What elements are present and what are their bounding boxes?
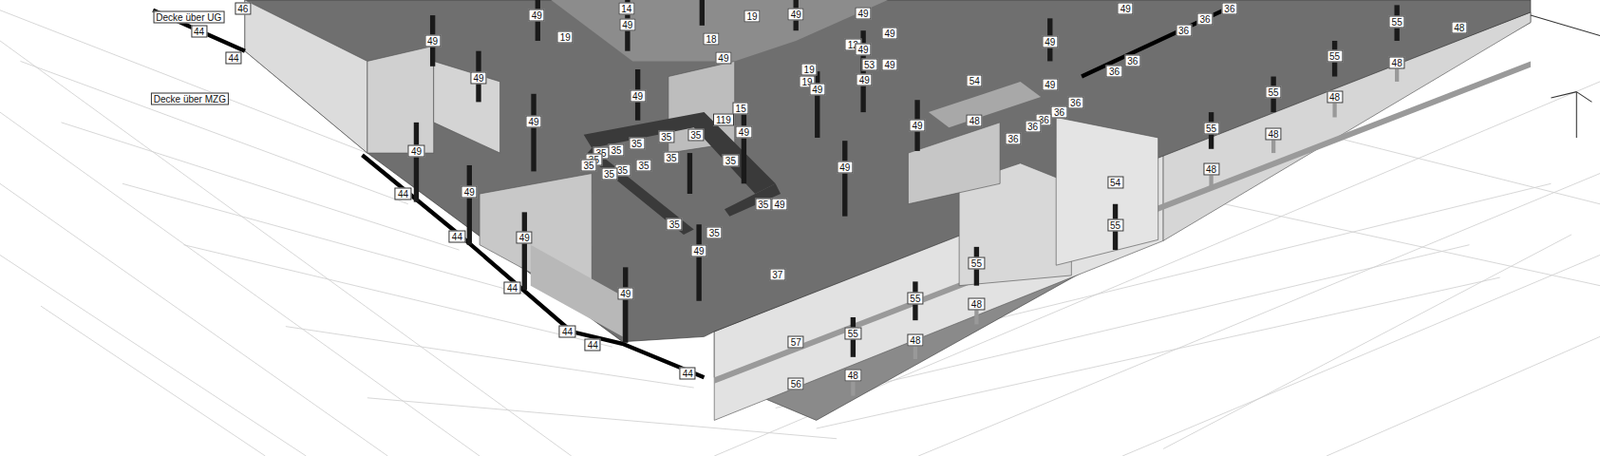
callout-number: 35	[687, 128, 704, 141]
callout-number: 36	[1024, 120, 1041, 133]
callout-number: 55	[1203, 122, 1220, 135]
callout-number: 46	[234, 1, 251, 15]
callout-number: 49	[408, 144, 425, 157]
callout-number: 49	[691, 244, 708, 258]
callout-number: 35	[666, 218, 683, 231]
slab-tag: Decke über UG	[152, 11, 225, 24]
slabs	[244, 0, 1531, 420]
callout-number: 49	[461, 185, 478, 198]
callout-number: 48	[1265, 127, 1282, 140]
callout-number: 35	[580, 158, 597, 171]
callout-number: 44	[395, 188, 412, 201]
callout-number: 49	[836, 161, 853, 174]
callout-number: 35	[601, 167, 618, 180]
callout-number: 44	[679, 367, 697, 380]
callout-number: 49	[516, 231, 533, 245]
callout-number: 49	[617, 287, 634, 301]
callout-number: 49	[856, 73, 873, 86]
callout-number: 49	[424, 34, 441, 47]
callout-number: 55	[1326, 50, 1343, 63]
callout-number: 36	[1221, 1, 1238, 15]
callout-number: 36	[1175, 24, 1192, 38]
callout-number: 48	[845, 369, 862, 382]
callout-number: 49	[909, 119, 926, 132]
callout-number: 54	[966, 74, 983, 87]
callout-number: 35	[628, 137, 645, 151]
callout-number: 55	[1265, 85, 1282, 98]
callout-number: 19	[743, 10, 760, 23]
callout-number: 35	[722, 153, 739, 167]
callout-number: 56	[788, 376, 805, 390]
callout-number: 49	[1117, 1, 1134, 15]
callout-number: 48	[966, 113, 983, 127]
callout-number: 49	[715, 52, 732, 65]
callout-number: 35	[663, 151, 680, 165]
callout-number: 44	[190, 25, 208, 38]
callout-number: 55	[1107, 219, 1124, 232]
callout-number: 35	[636, 158, 653, 171]
callout-number: 49	[1041, 36, 1058, 49]
callout-number: 36	[1124, 55, 1141, 68]
callout-number: 55	[968, 257, 985, 270]
callout-number: 49	[882, 27, 899, 40]
callout-number: 49	[629, 89, 646, 102]
callout-number: 44	[504, 281, 521, 294]
callout-number: 49	[855, 6, 872, 19]
callout-number: 36	[1051, 106, 1068, 119]
callout-number: 54	[1107, 176, 1124, 189]
callout-number: 57	[788, 335, 805, 348]
callout-number: 49	[525, 114, 542, 128]
callout-number: 49	[528, 9, 546, 22]
callout-number: 36	[1106, 65, 1123, 78]
callout-number: 49	[882, 57, 899, 71]
callout-number: 44	[559, 324, 576, 338]
callout-number: 36	[1197, 13, 1214, 26]
callout-number: 55	[845, 327, 862, 340]
callout-number: 48	[1450, 20, 1468, 34]
callout-number: 49	[735, 125, 753, 138]
callout-number: 36	[1005, 132, 1022, 146]
callout-number: 35	[608, 143, 625, 156]
callout-number: 49	[788, 8, 805, 21]
callout-number: 37	[769, 267, 786, 281]
slab-tag: Decke über MZG	[150, 93, 229, 106]
callout-number: 49	[1041, 78, 1058, 92]
callout-number: 14	[618, 1, 635, 15]
callout-number: 48	[906, 333, 923, 346]
callout-number: 49	[809, 83, 826, 96]
callout-number: 19	[557, 30, 574, 43]
callout-number: 49	[855, 42, 872, 56]
callout-number: 18	[702, 32, 719, 45]
callout-number: 48	[1389, 56, 1406, 69]
callout-number: 19	[801, 63, 818, 76]
callout-number: 49	[619, 18, 636, 31]
callout-number: 35	[706, 225, 723, 239]
callout-number: 55	[906, 291, 923, 304]
lower-columns	[852, 63, 1397, 396]
callout-number: 48	[968, 298, 985, 311]
callout-number: 48	[1326, 91, 1343, 104]
columns	[415, 0, 1397, 358]
callout-number: 35	[754, 197, 772, 210]
callout-number: 44	[225, 52, 243, 65]
callout-number: 49	[771, 197, 788, 210]
callout-number: 55	[1389, 15, 1406, 28]
callout-number: 36	[1067, 96, 1084, 110]
callout-number: 119	[713, 112, 735, 126]
callout-number: 49	[470, 71, 487, 84]
thick-walls	[152, 4, 1235, 377]
callout-number: 53	[861, 57, 878, 71]
axis-symbol	[1530, 15, 1600, 138]
callout-number: 48	[1203, 163, 1220, 176]
callout-number: 44	[584, 338, 602, 351]
callout-number: 15	[733, 101, 750, 114]
callout-number: 44	[449, 230, 466, 244]
callout-number: 35	[658, 130, 675, 143]
